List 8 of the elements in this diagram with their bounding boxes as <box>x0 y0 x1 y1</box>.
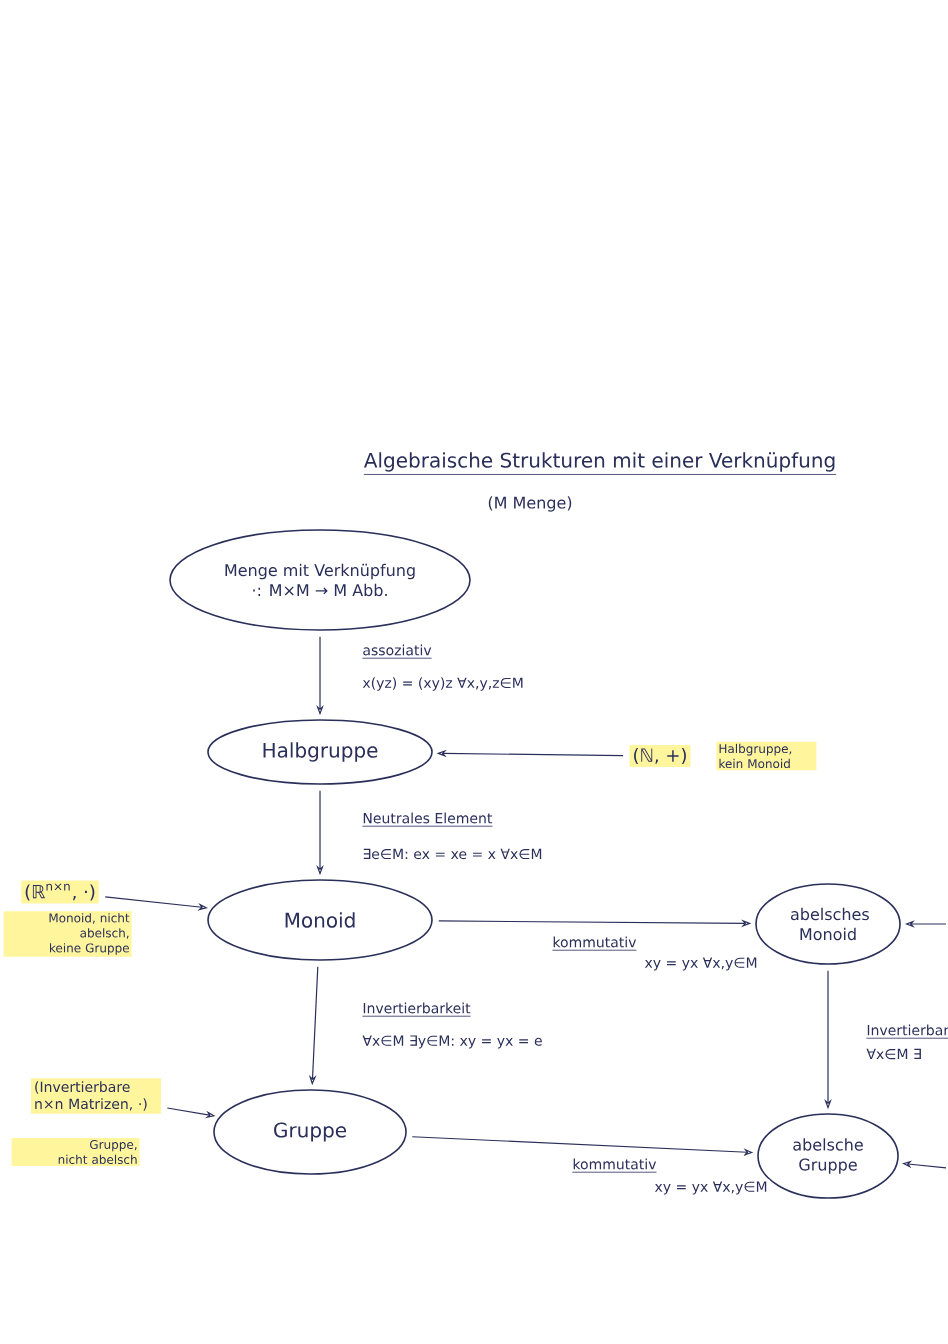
condition-text: (M Menge) <box>485 494 575 514</box>
ellipse-node: Halbgruppe <box>207 719 433 785</box>
title: Algebraische Strukturen mit einer Verknüpfung <box>363 452 837 475</box>
ellipse-node: Monoid <box>207 879 433 961</box>
ellipse-node: Menge mit Verknüpfung ·: M×M → M Abb. <box>169 529 471 631</box>
ellipse-node: Gruppe <box>213 1089 407 1175</box>
ellipse-node: abelsches Monoid <box>755 883 901 965</box>
example-text: (ℝ$^{n×n}$, ·) <box>21 880 99 904</box>
